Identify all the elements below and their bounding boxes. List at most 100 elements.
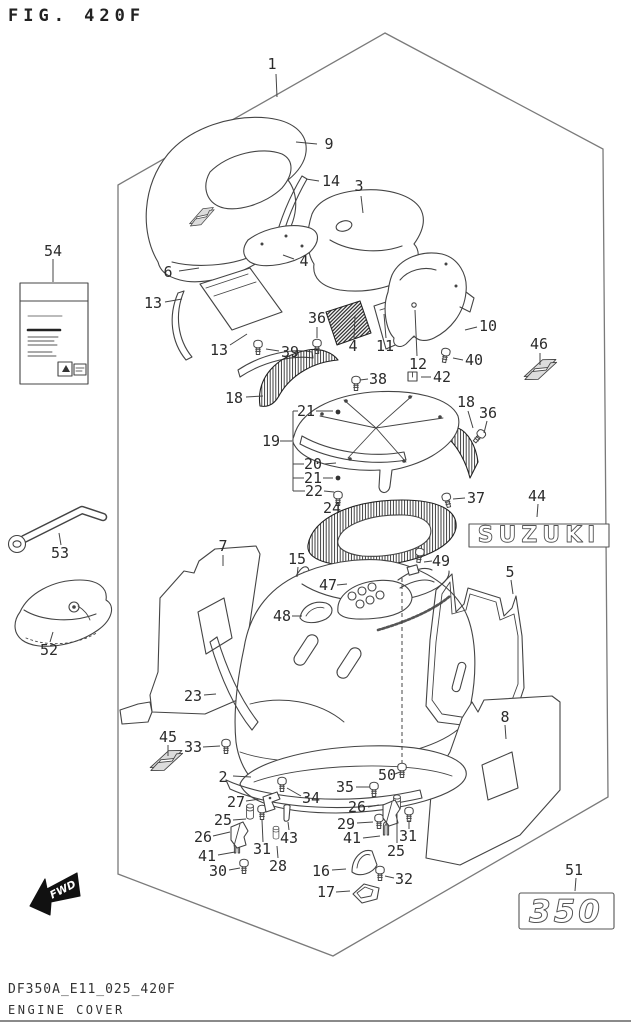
callout-41: 41	[343, 829, 361, 847]
grommet-21-lower	[335, 475, 341, 481]
leader-line	[229, 333, 248, 346]
page-bottom-rule	[0, 1020, 631, 1022]
leader-line	[178, 267, 200, 272]
grommet-25-left	[246, 803, 254, 820]
grille-18-right	[449, 427, 479, 479]
screw-30	[239, 858, 249, 875]
callout-29: 29	[337, 815, 355, 833]
callout-38: 38	[369, 370, 387, 388]
callout-48: 48	[273, 607, 291, 625]
leader-line	[356, 821, 374, 824]
leader-line	[467, 410, 474, 429]
callout-6: 6	[163, 263, 172, 281]
callout-33: 33	[184, 738, 202, 756]
leader-line	[383, 313, 387, 339]
leader-line	[232, 775, 252, 778]
callout-43: 43	[280, 829, 298, 847]
diagram-border	[117, 32, 609, 957]
leader-line	[232, 818, 247, 821]
callout-2: 2	[218, 768, 227, 786]
callout-35: 35	[336, 778, 354, 796]
callout-4: 4	[299, 252, 308, 270]
spacer-28	[272, 825, 280, 840]
callout-54: 54	[44, 242, 62, 260]
lower-rim	[239, 745, 467, 814]
leader-line	[49, 631, 54, 643]
callout-12: 12	[409, 355, 427, 373]
callout-19: 19	[262, 432, 280, 450]
leader-line	[275, 73, 278, 98]
hook-48	[299, 601, 333, 624]
leader-line	[212, 831, 231, 837]
callout-1: 1	[267, 55, 276, 73]
model-badge-51: 350	[518, 892, 615, 931]
callout-13: 13	[144, 294, 162, 312]
callout-49: 49	[432, 552, 450, 570]
side-panel-7	[119, 545, 261, 725]
leader-line	[58, 532, 62, 546]
handle-20	[299, 435, 407, 463]
callout-22: 22	[305, 482, 323, 500]
suzuki-emblem-45	[146, 746, 187, 774]
callout-51: 51	[565, 861, 583, 879]
leader-line	[452, 357, 464, 361]
leader-line	[261, 819, 264, 843]
leader-line	[276, 845, 279, 859]
callout-11: 11	[376, 337, 394, 355]
leader-line	[464, 326, 478, 331]
leader-line	[296, 566, 299, 578]
leader-line	[295, 141, 318, 145]
callout-30: 30	[209, 862, 227, 880]
leader-line	[414, 309, 418, 357]
callout-9: 9	[324, 135, 333, 153]
bottom-seal-2	[225, 779, 423, 809]
side-panel-8	[425, 695, 561, 866]
tool-bag-52	[14, 579, 113, 647]
callout-36: 36	[308, 309, 326, 327]
callout-52: 52	[40, 641, 58, 659]
leader-line	[423, 560, 433, 563]
callout-15: 15	[288, 550, 306, 568]
callout-8: 8	[500, 708, 509, 726]
figure-caption: ENGINE COVER	[8, 1003, 125, 1017]
suzuki-badge-44: SUZUKI	[468, 523, 610, 548]
figure-code: DF350A_E11_025_420F	[8, 982, 176, 997]
seal-13-left	[171, 290, 193, 361]
lower-cover-body	[234, 559, 476, 808]
front-panel-4	[243, 225, 319, 267]
callout-24: 24	[323, 499, 341, 517]
callout-31: 31	[399, 827, 417, 845]
clip-42	[407, 371, 418, 382]
callout-40: 40	[465, 351, 483, 369]
leader-line	[359, 378, 369, 381]
callout-37: 37	[467, 489, 485, 507]
leader-line	[360, 195, 364, 214]
callout-32: 32	[395, 870, 413, 888]
model-badge-text: 350	[529, 894, 603, 930]
seal-13-right	[237, 350, 314, 378]
rear-cover-10	[384, 252, 475, 347]
screw-32	[375, 865, 385, 882]
screw-31-right	[404, 806, 414, 823]
grommet-21-upper	[335, 409, 341, 415]
leader-line	[367, 804, 380, 808]
leader-line	[245, 798, 261, 802]
callout-41: 41	[198, 847, 216, 865]
screw-29	[374, 813, 384, 830]
callout-21: 21	[304, 469, 322, 487]
seal-14	[273, 175, 308, 246]
cover-16	[351, 849, 378, 876]
box-wrench-53	[7, 505, 108, 554]
leader-line	[574, 877, 577, 892]
callout-26: 26	[348, 798, 366, 816]
pad-17	[352, 883, 380, 904]
ring-assembly-19	[292, 390, 460, 494]
screw-40	[439, 347, 452, 364]
callout-44: 44	[528, 487, 546, 505]
owners-manual-54	[19, 282, 89, 385]
leader-line	[217, 851, 236, 856]
callout-50: 50	[378, 766, 396, 784]
callout-14: 14	[322, 172, 340, 190]
